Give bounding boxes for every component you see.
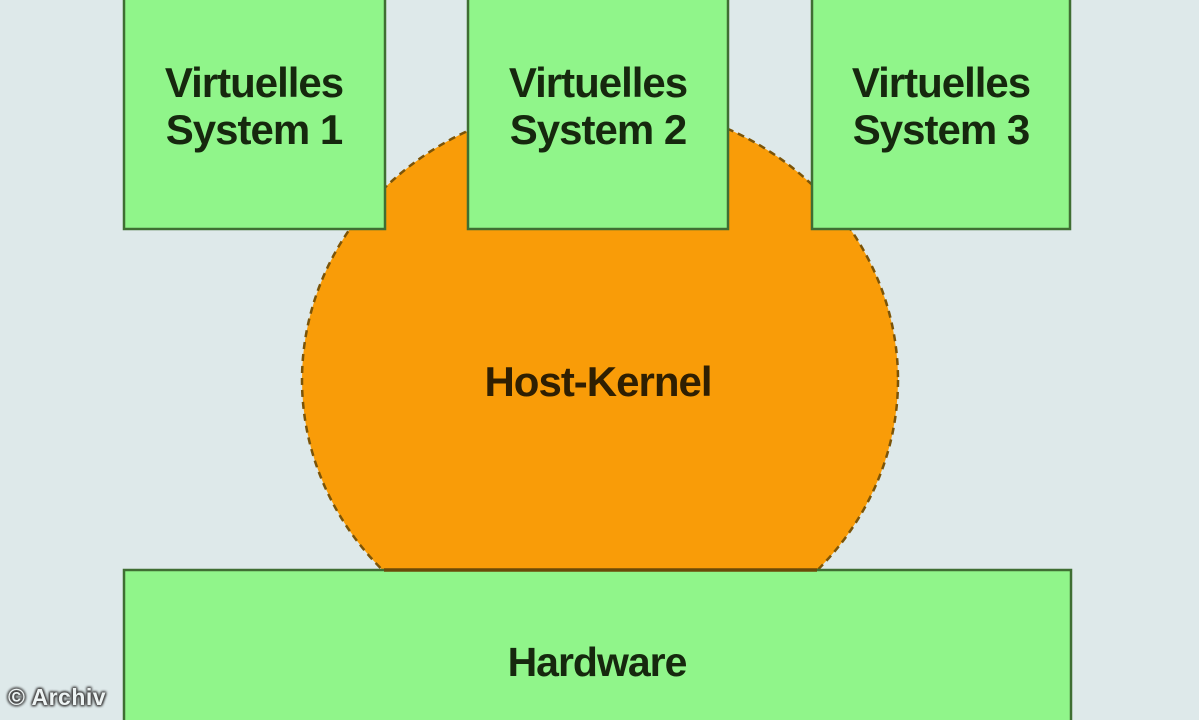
virtual-system-3-label-line1: Virtuelles bbox=[852, 59, 1030, 106]
watermark-archiv: © Archiv bbox=[8, 684, 107, 710]
virtual-system-1: Virtuelles System 1 bbox=[122, 0, 387, 231]
virtual-system-2-box bbox=[466, 0, 730, 231]
virtual-system-1-box bbox=[122, 0, 387, 231]
virtual-system-3-box bbox=[810, 0, 1072, 231]
virtual-system-3-label-line2: System 3 bbox=[853, 106, 1029, 153]
virtual-system-1-label-line2: System 1 bbox=[166, 106, 343, 153]
virtual-system-3: Virtuelles System 3 bbox=[810, 0, 1072, 231]
hardware-box bbox=[122, 568, 1073, 720]
virtual-system-2-label-line2: System 2 bbox=[510, 106, 686, 153]
hardware-label: Hardware bbox=[508, 639, 687, 685]
virtual-system-1-label-line1: Virtuelles bbox=[165, 59, 343, 106]
host-kernel-label: Host-Kernel bbox=[484, 358, 711, 405]
virtual-system-2: Virtuelles System 2 bbox=[466, 0, 730, 231]
virtual-system-2-label-line1: Virtuelles bbox=[509, 59, 687, 106]
